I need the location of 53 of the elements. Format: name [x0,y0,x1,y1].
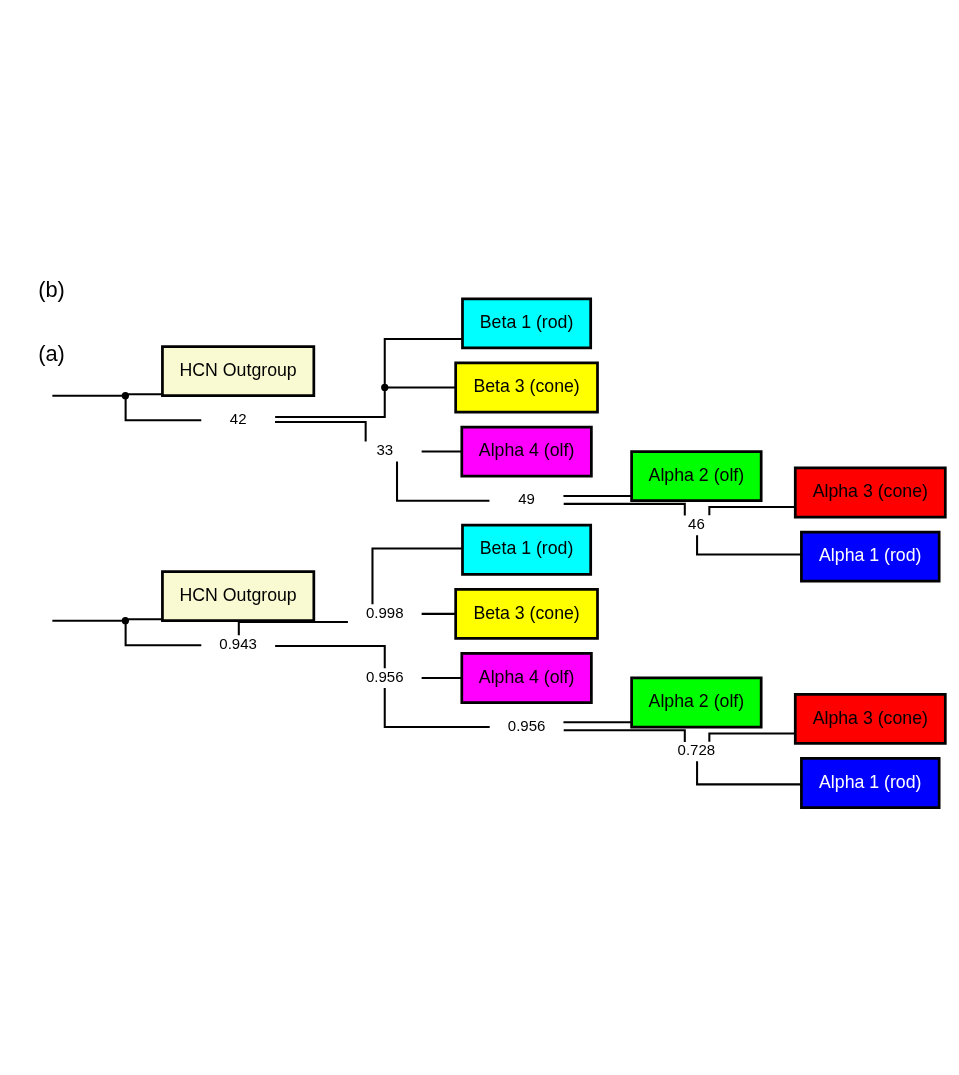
node-box: Alpha 1 (rod) [799,530,941,583]
node-point [380,383,388,392]
node-text: 0.956 [507,716,545,734]
connector [695,535,801,556]
node-box: Beta 1 (rod) [460,523,592,576]
connector [370,547,462,605]
node-text: 0.956 [365,667,404,685]
connector [124,398,201,422]
connector [421,676,461,679]
node-text: 33 [375,441,393,459]
connector [274,644,386,669]
connector [562,721,632,724]
connector [51,394,122,397]
node-text: 46 [687,515,705,533]
node-text: 0.728 [677,741,715,759]
node-box: Beta 1 (rod) [460,297,592,350]
connector [51,619,122,622]
node-box: Alpha 3 (cone) [793,466,947,519]
connector [421,612,455,615]
connector [562,494,632,497]
connector [387,386,455,389]
connector [124,623,201,647]
connector [395,461,489,502]
connector [127,618,162,621]
connector [274,421,367,442]
connector [695,761,801,786]
connector [563,729,686,742]
label: (b) [37,277,65,303]
connector [563,502,686,516]
connector [383,687,490,729]
node-box: Alpha 1 (rod) [799,757,941,809]
node-point [121,392,129,400]
node-box: Alpha 4 (olf) [459,652,593,704]
connector [421,450,461,453]
node-text: 42 [229,410,246,428]
connector [274,390,386,419]
node-box: Beta 3 (cone) [453,361,599,414]
node-text: 49 [517,490,535,508]
node-box: HCN Outgroup [160,345,315,398]
node-box: Alpha 3 (cone) [793,692,947,745]
node-text: 0.943 [218,635,257,653]
node-box: Alpha 4 (olf) [459,425,593,478]
node-box: Beta 3 (cone) [453,587,599,640]
node-box: HCN Outgroup [160,570,315,623]
connector [127,393,162,396]
node-text: 0.998 [365,603,404,621]
node-box: Alpha 2 (olf) [629,450,763,503]
connector [383,338,462,385]
connector [707,506,795,516]
connector [707,732,795,742]
node-point [121,617,129,625]
label: (a) [37,341,65,367]
node-box: Alpha 2 (olf) [629,676,763,729]
